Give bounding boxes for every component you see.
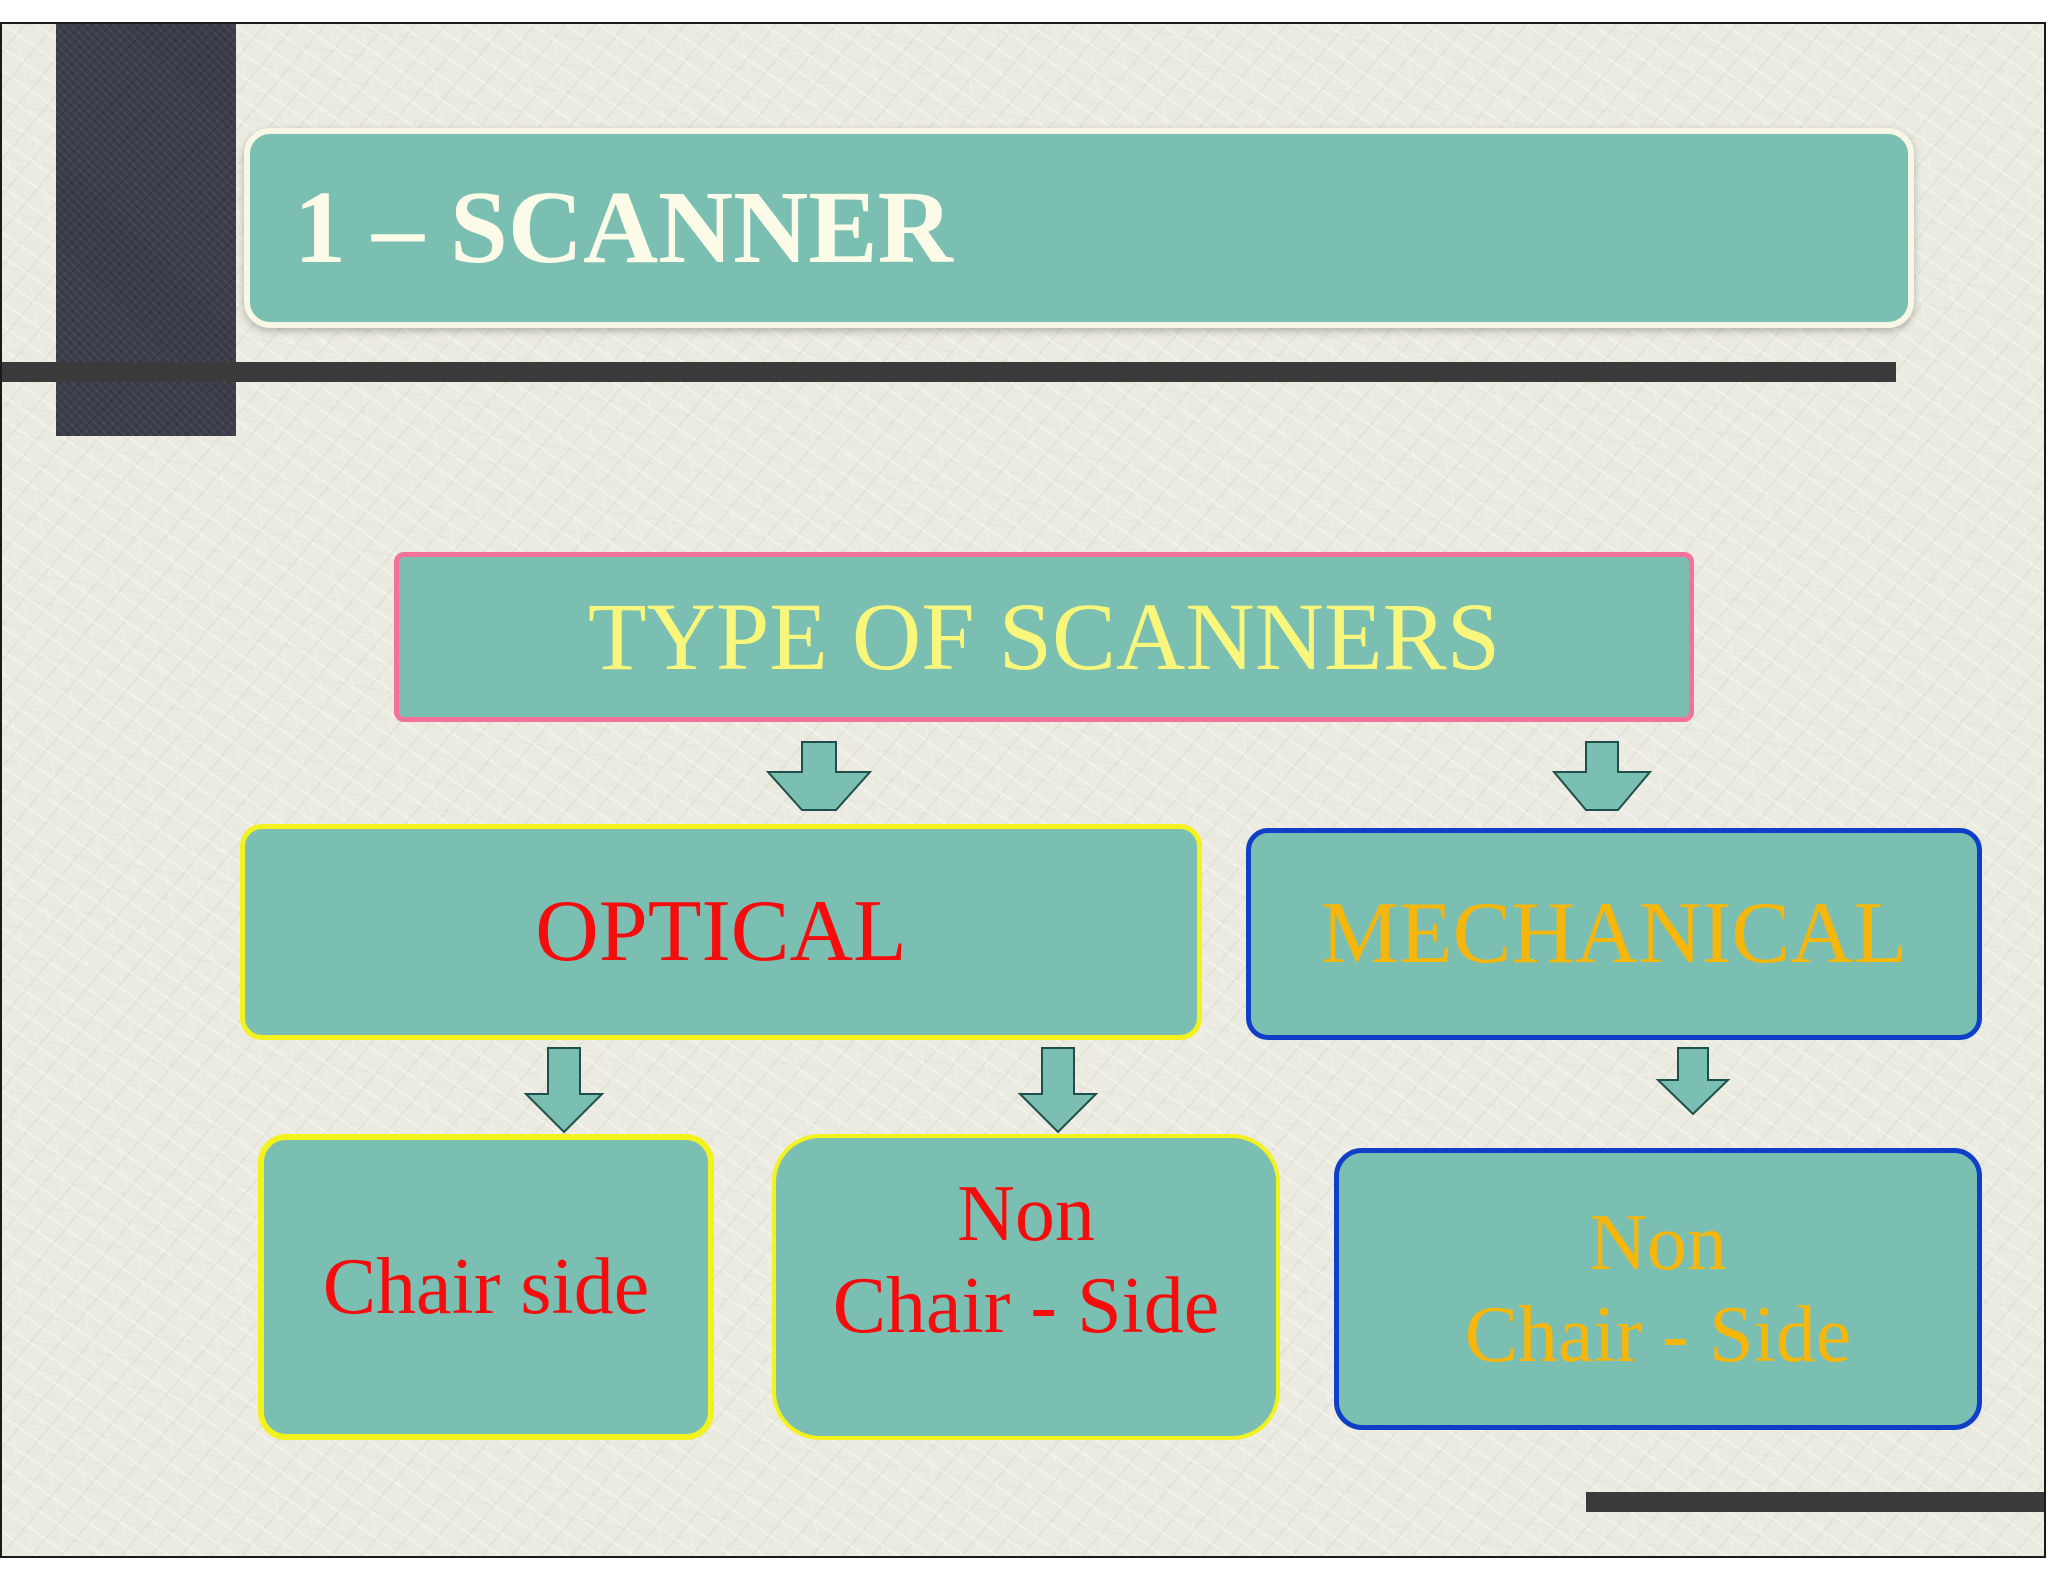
node-optical-non-chair-side: Non Chair - Side bbox=[772, 1134, 1280, 1440]
node-mechanical: MECHANICAL bbox=[1246, 828, 1982, 1040]
node-optical-non-label-line1: Non bbox=[957, 1170, 1095, 1258]
title-bar: 1 – SCANNER bbox=[244, 128, 1914, 328]
down-arrow-icon bbox=[523, 1047, 605, 1134]
node-chair-side-label: Chair side bbox=[322, 1243, 650, 1331]
root-node-label: TYPE OF SCANNERS bbox=[587, 582, 1501, 690]
node-mechanical-non-label-line2: Chair - Side bbox=[1464, 1291, 1852, 1379]
top-divider-line bbox=[2, 362, 1896, 382]
node-optical: OPTICAL bbox=[240, 824, 1202, 1040]
node-optical-non-label-line2: Chair - Side bbox=[832, 1262, 1220, 1350]
bottom-divider-line bbox=[1586, 1492, 2044, 1512]
node-mechanical-non-label-line1: Non bbox=[1589, 1199, 1727, 1287]
root-node-type-of-scanners: TYPE OF SCANNERS bbox=[394, 552, 1694, 722]
node-optical-label: OPTICAL bbox=[535, 883, 907, 981]
slide-title: 1 – SCANNER bbox=[294, 170, 953, 285]
diagram-arrows bbox=[523, 741, 1731, 1134]
slide: 1 – SCANNER TYPE OF SCANNERS OPTICAL MEC… bbox=[0, 22, 2046, 1558]
down-arrow-icon bbox=[765, 741, 873, 811]
node-mechanical-label: MECHANICAL bbox=[1320, 885, 1908, 983]
node-mechanical-non-chair-side: Non Chair - Side bbox=[1334, 1148, 1982, 1430]
down-arrow-icon bbox=[1017, 1047, 1099, 1134]
down-arrow-icon bbox=[1655, 1047, 1731, 1116]
down-arrow-icon bbox=[1551, 741, 1653, 811]
node-optical-chair-side: Chair side bbox=[258, 1134, 714, 1440]
